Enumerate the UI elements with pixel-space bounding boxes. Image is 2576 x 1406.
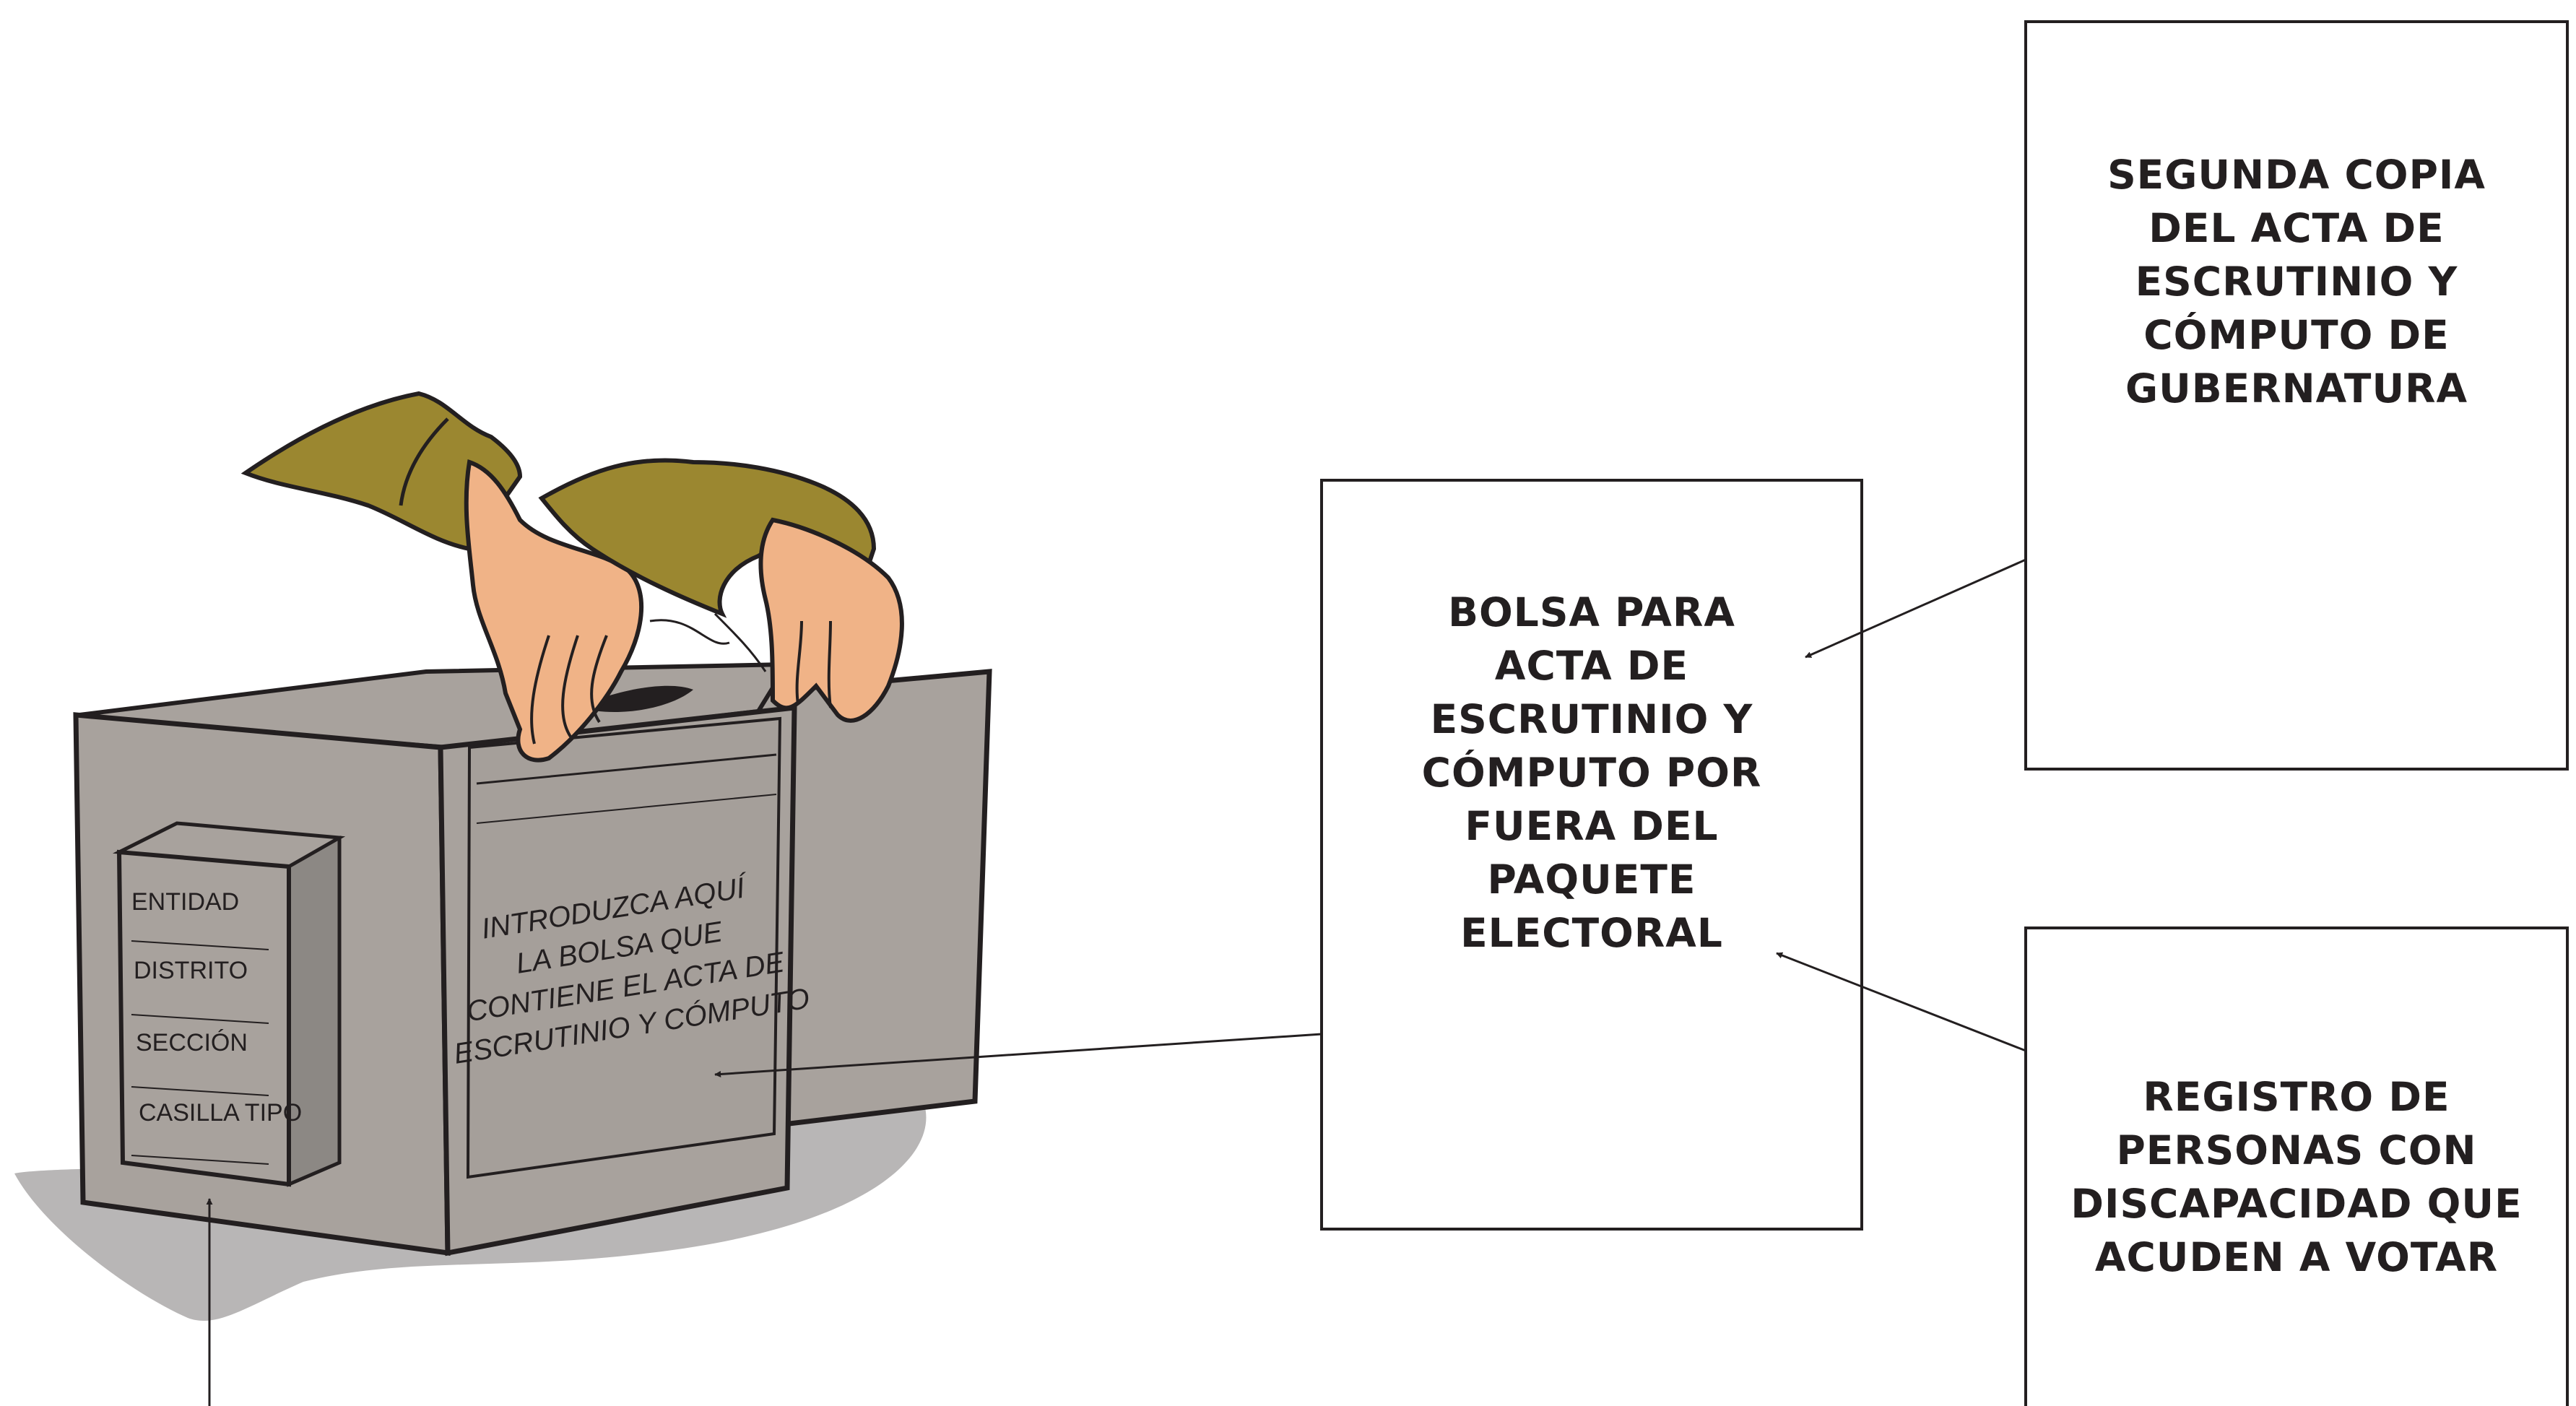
callout-line: ESCRUTINIO Y	[1430, 696, 1753, 742]
bag-string	[714, 612, 767, 672]
callout-line: DEL ACTA DE	[2148, 205, 2445, 251]
left-hand	[464, 459, 644, 763]
label-field-casilla-tipo: CASILLA TIPO	[139, 1099, 302, 1127]
left-sleeve	[240, 391, 523, 552]
right-hand	[758, 517, 904, 723]
label-field-distrito: DISTRITO	[134, 957, 248, 984]
callout-box-bolsa	[1320, 479, 1863, 1231]
callout-line: GUBERNATURA	[2125, 365, 2468, 412]
callout-line: ESCRUTINIO Y	[2135, 259, 2458, 305]
callout-line: BOLSA PARA	[1448, 589, 1735, 635]
callout-line: ACUDEN A VOTAR	[2094, 1234, 2499, 1280]
bag-edge-line	[476, 794, 777, 824]
label-field-entidad: ENTIDAD	[131, 888, 239, 916]
callout-line: PAQUETE	[1487, 856, 1696, 903]
transparent-bag	[466, 716, 782, 1179]
label-panel-side	[287, 836, 342, 1187]
callout-line: DISCAPACIDAD QUE	[2070, 1181, 2523, 1227]
callout-line: CÓMPUTO POR	[1421, 750, 1762, 796]
label-panel	[116, 849, 291, 1187]
callout-line: CÓMPUTO DE	[2143, 312, 2450, 358]
leader-line-segunda-copia	[1805, 558, 2026, 659]
callout-line: ELECTORAL	[1460, 910, 1723, 956]
callout-line: PERSONAS CON	[2116, 1127, 2477, 1173]
label-field-seccion: SECCIÓN	[136, 1029, 248, 1056]
callout-segunda-copia-text: SEGUNDA COPIA DEL ACTA DE ESCRUTINIO Y C…	[2029, 130, 2564, 433]
leader-line-bolsa	[714, 1033, 1322, 1077]
ballot-slot	[578, 685, 693, 712]
callout-box-segunda-copia	[2024, 20, 2569, 771]
bag-string	[649, 619, 730, 645]
callout-line: FUERA DEL	[1465, 803, 1719, 849]
callout-line: ACTA DE	[1494, 643, 1689, 689]
callout-line: REGISTRO DE	[2143, 1074, 2450, 1120]
leader-line-registro	[1776, 952, 2026, 1052]
bag-seal-line	[476, 753, 777, 785]
callout-bolsa-text: BOLSA PARA ACTA DE ESCRUTINIO Y CÓMPUTO …	[1325, 570, 1858, 975]
callout-line: SEGUNDA COPIA	[2107, 152, 2486, 198]
callout-registro-text: REGISTRO DE PERSONAS CON DISCAPACIDAD QU…	[2029, 1051, 2564, 1303]
callout-box-registro	[2024, 927, 2569, 1406]
